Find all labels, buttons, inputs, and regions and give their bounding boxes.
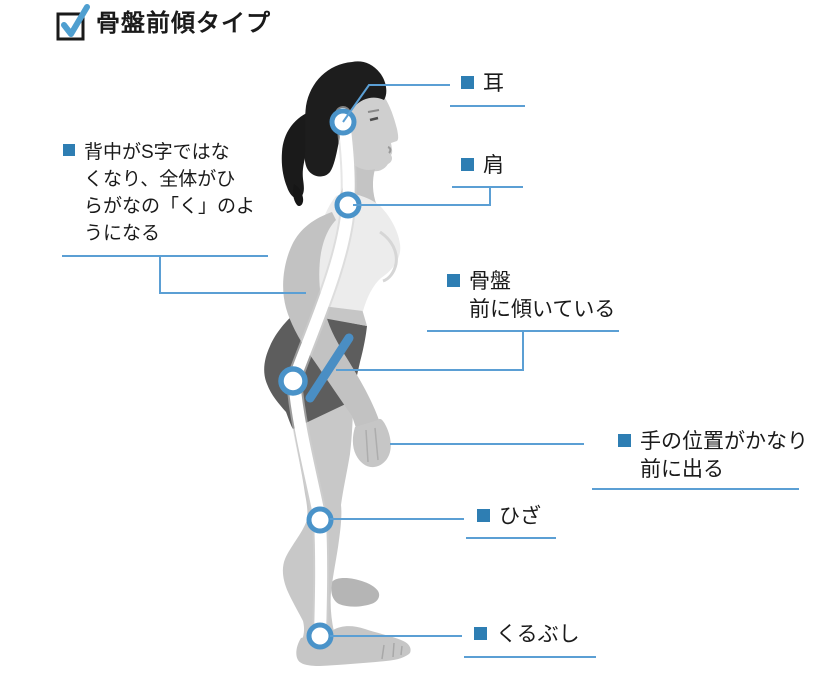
bust-shade [379, 230, 398, 283]
back-note-text: 背中がS字ではな くなり、全体がひ らがなの「く」のよ うになる [84, 139, 255, 247]
hip-marker [278, 366, 308, 396]
title-text: 骨盤前傾タイプ [96, 10, 271, 37]
pelvis-label-line: 骨盤 [469, 270, 511, 293]
hand-label: 手の位置がかなり 前に出る [640, 428, 808, 484]
pelvis-label: 骨盤 前に傾いている [469, 268, 615, 324]
hand-annotation: 手の位置がかなり 前に出る [618, 428, 808, 484]
leader-lines [62, 84, 799, 658]
pelvis-leader [336, 331, 524, 371]
arm [283, 212, 379, 428]
ankle-marker [306, 622, 334, 650]
pelvis-tilt-line [305, 333, 354, 403]
knee-annotation: ひざ [477, 503, 541, 531]
checked-checkbox-icon [56, 4, 90, 41]
square-bullet-icon [63, 144, 75, 156]
page-title: 骨盤前傾タイプ [54, 4, 271, 44]
knee-label: ひざ [499, 505, 541, 528]
knee-marker [306, 506, 334, 534]
back-note-line: らがなの「く」のよ [84, 196, 256, 217]
toe-lines [381, 642, 403, 660]
joint-markers [278, 108, 362, 650]
far-foot [331, 578, 380, 607]
hand [352, 418, 391, 468]
shoulder-annotation: 肩 [461, 152, 504, 180]
back-note-annotation: 背中がS字ではな くなり、全体がひ らがなの「く」のよ うになる [63, 139, 255, 247]
shoulder-leader [353, 187, 491, 206]
square-bullet-icon [477, 509, 490, 522]
pelvis-label-line: 前に傾いている [469, 298, 616, 321]
face [343, 96, 399, 174]
ear-label: 耳 [483, 72, 504, 95]
square-bullet-icon [474, 627, 487, 640]
square-bullet-icon [447, 274, 460, 287]
hand-label-line: 手の位置がかなり [640, 430, 808, 453]
square-bullet-icon [461, 158, 474, 171]
square-bullet-icon [461, 76, 474, 89]
hand-label-line: 前に出る [640, 458, 724, 481]
finger-lines [365, 427, 379, 463]
square-bullet-icon [618, 434, 631, 447]
ankle-label: くるぶし [496, 623, 580, 646]
hair-ponytail-wisp [293, 184, 304, 207]
shoulder-label: 肩 [483, 154, 504, 177]
eye [369, 116, 379, 122]
back-note-line: くなり、全体がひ [84, 169, 236, 190]
back-note-leader [159, 256, 306, 294]
ear-annotation: 耳 [461, 70, 504, 98]
lips [387, 146, 392, 154]
ear-leader [342, 84, 450, 123]
hair-ponytail [281, 112, 309, 199]
ankle-annotation: くるぶし [474, 621, 580, 649]
back-note-line: 背中がS字ではな [84, 142, 230, 163]
back-note-line: うになる [84, 223, 161, 244]
pelvis-annotation: 骨盤 前に傾いている [447, 268, 615, 324]
eyebrow [367, 109, 380, 113]
